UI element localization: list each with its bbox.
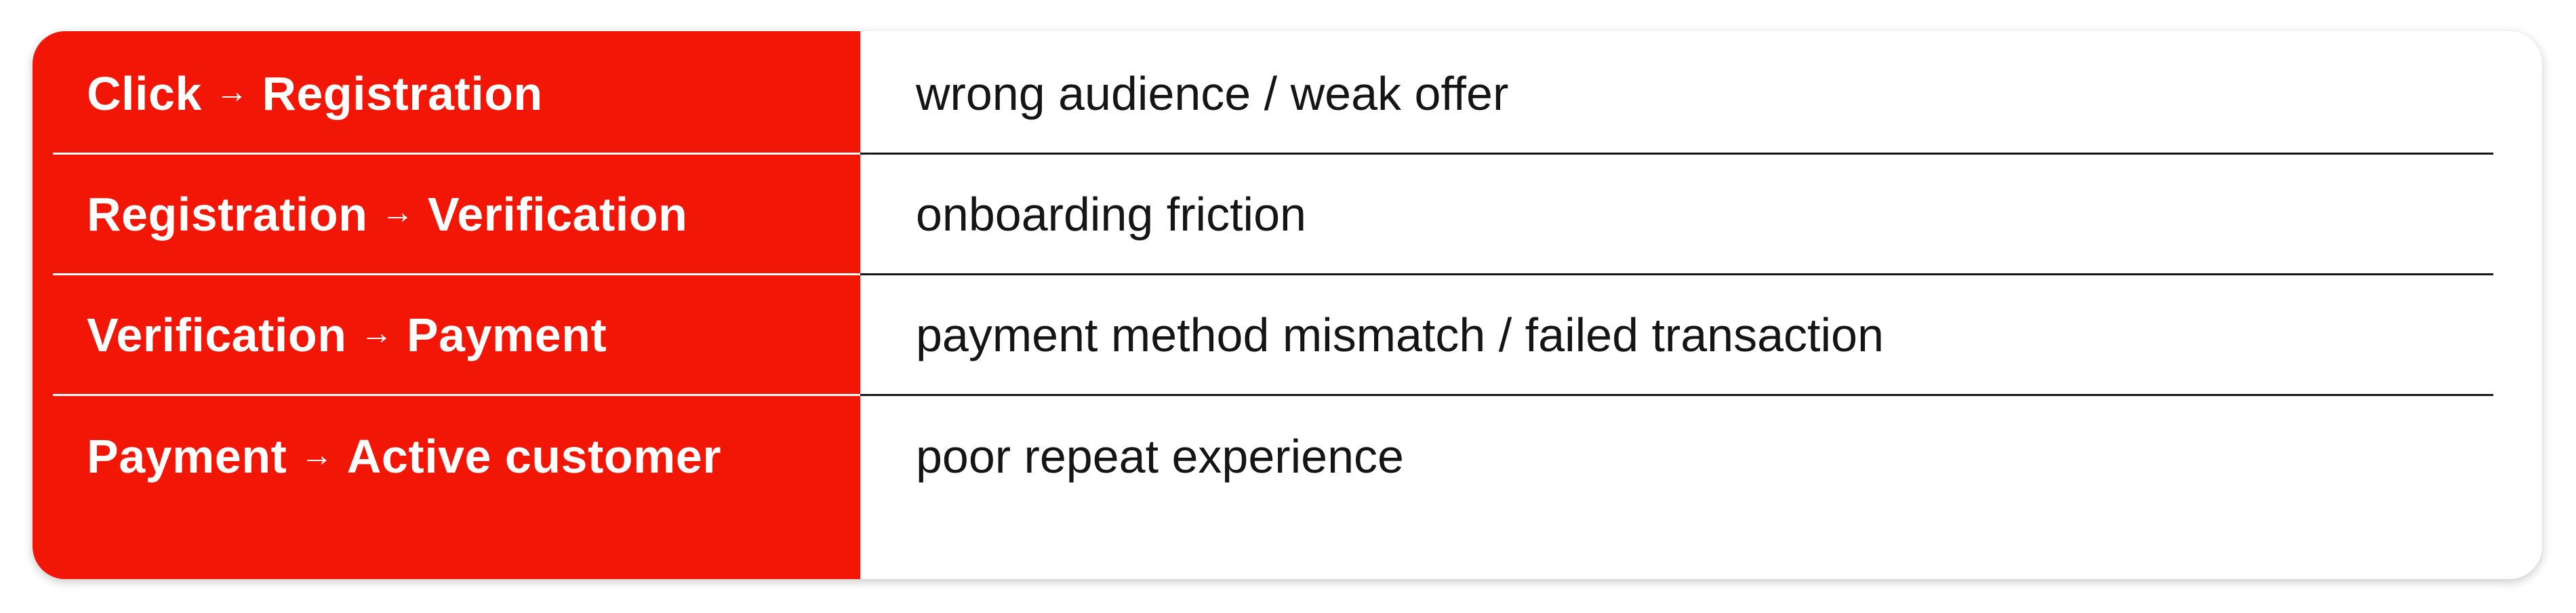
- arrow-right-icon: →: [360, 315, 393, 351]
- arrow-right-icon: →: [300, 437, 334, 473]
- arrow-right-icon: →: [381, 195, 414, 231]
- stage-from: Payment: [87, 430, 287, 483]
- issue-cell: poor repeat experience: [916, 430, 1404, 483]
- stage-cell: Payment → Active customer: [53, 396, 860, 517]
- stage-to: Verification: [427, 187, 688, 241]
- stage-from: Verification: [87, 308, 347, 361]
- stage-cell: Click → Registration: [53, 34, 860, 155]
- stage-cell: Verification → Payment: [53, 275, 860, 396]
- stage-from: Click: [87, 66, 202, 120]
- funnel-dropoff-table: Click → Registration Registration → Veri…: [33, 31, 2542, 579]
- stage-from: Registration: [87, 187, 368, 241]
- issue-cell: wrong audience / weak offer: [860, 34, 2493, 155]
- funnel-stage-column: Click → Registration Registration → Veri…: [33, 31, 860, 579]
- issue-cell: payment method mismatch / failed transac…: [860, 275, 2493, 396]
- issue-column: wrong audience / weak offer onboarding f…: [860, 31, 2542, 579]
- stage-to: Registration: [262, 66, 543, 120]
- arrow-right-icon: →: [215, 74, 249, 110]
- stage-cell: Registration → Verification: [53, 155, 860, 275]
- stage-to: Payment: [406, 308, 607, 361]
- stage-to: Active customer: [346, 430, 721, 483]
- issue-cell: onboarding friction: [860, 155, 2493, 275]
